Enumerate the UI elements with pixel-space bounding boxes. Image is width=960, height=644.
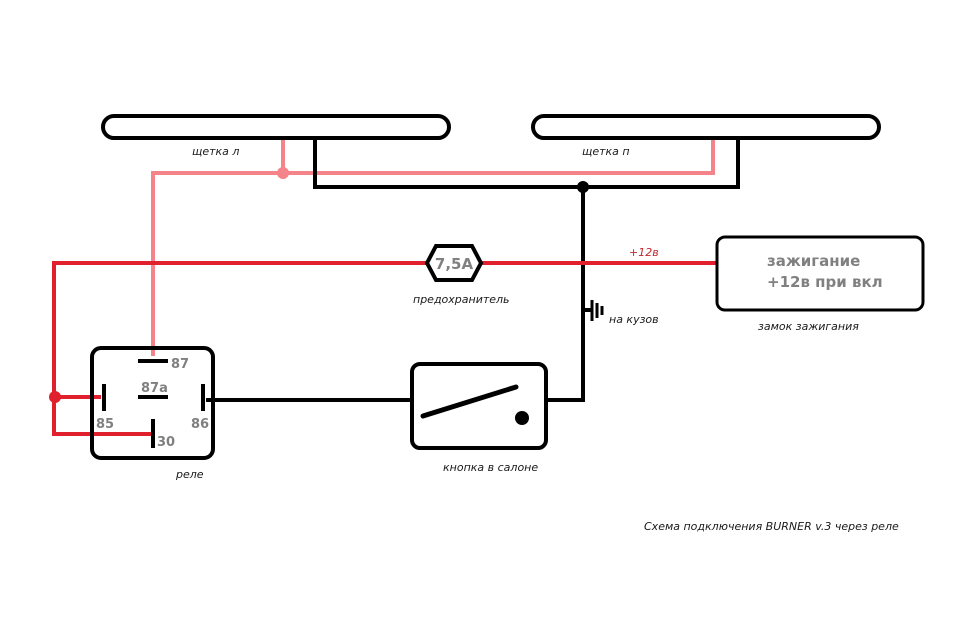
pin-86-label: 86 bbox=[191, 417, 209, 432]
brush-right bbox=[531, 114, 881, 140]
fuse bbox=[424, 244, 484, 282]
switch-lever-icon bbox=[420, 384, 519, 419]
relay: 87 87a 85 86 30 bbox=[90, 346, 215, 460]
ignition-line2: +12в при вкл bbox=[767, 273, 883, 291]
ground-label: на кузов bbox=[609, 313, 659, 326]
cabin-switch[interactable] bbox=[410, 362, 548, 450]
ignition-line1: зажигание bbox=[767, 252, 860, 270]
brush-left-label: щетка л bbox=[192, 145, 239, 158]
pin-87a-label: 87a bbox=[141, 381, 168, 396]
ground-wire bbox=[206, 138, 740, 402]
junction-dot-ground bbox=[577, 181, 589, 193]
junction-dot-output bbox=[277, 167, 289, 179]
pin-87-label: 87 bbox=[171, 357, 189, 372]
fuse-rating: 7,5A bbox=[435, 255, 474, 273]
brush-left bbox=[101, 114, 451, 140]
relay-label: реле bbox=[175, 468, 204, 481]
junction-dot-power bbox=[49, 391, 61, 403]
pin-30-label: 30 bbox=[157, 435, 175, 450]
pin-85-label: 85 bbox=[96, 417, 114, 432]
fuse-label: предохранитель bbox=[413, 293, 510, 306]
ignition-label: замок зажигания bbox=[758, 320, 859, 333]
brush-right-label: щетка п bbox=[582, 145, 630, 158]
diagram-title: Схема подключения BURNER v.3 через реле bbox=[644, 520, 899, 533]
ignition-lock bbox=[715, 235, 925, 312]
switch-label: кнопка в салоне bbox=[443, 461, 538, 474]
ground-symbol-icon bbox=[583, 300, 604, 321]
supply-voltage-label: +12в bbox=[629, 246, 659, 259]
switch-contact-icon bbox=[515, 411, 529, 425]
